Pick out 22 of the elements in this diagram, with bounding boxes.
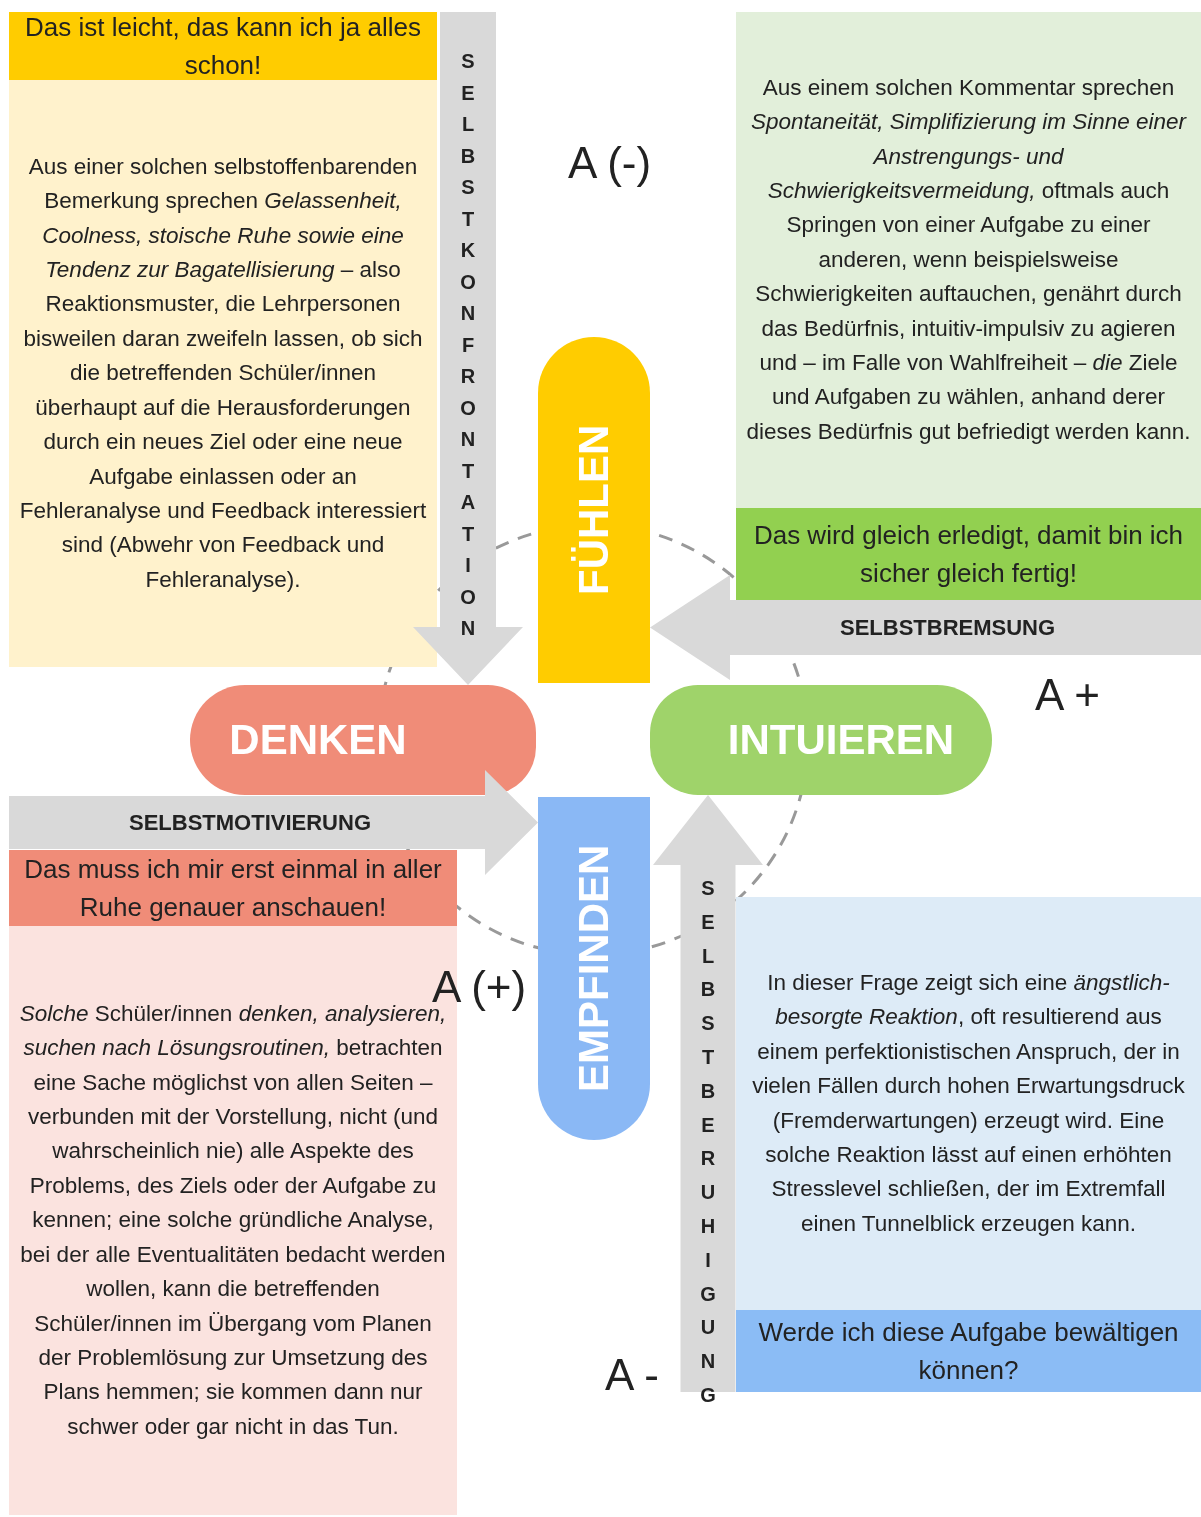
- quote-heading: Das wird gleich erledigt, damit bin ich sicher gleich fertig!: [736, 508, 1201, 600]
- edge-label: SELBSTKONFRONTATION: [456, 50, 479, 649]
- axis-label: A (-): [568, 138, 652, 188]
- function-pill: INTUIEREN: [650, 685, 992, 795]
- quote-heading: Das ist leicht, das kann ich ja alles schon!: [9, 12, 437, 80]
- description-text: Aus einer solchen selbstoffenbarenden Bemerkung sprechen Gelassenheit, Coolness, stoische Ruhe sowie eine Tendenz zur Bagatellisierung – also Reaktionsmuster, die Lehrpersonen bisweilen daran zweifeln lassen, ob sich die betreffenden Schüler/innen überhaupt auf die Herausforderungen durch ein neues Ziel oder eine neue Aufgabe einlassen oder an Fehleranalyse und Feedback interessiert sind (Abwehr von Feedback und Fehleranalyse).: [9, 80, 437, 667]
- edge-label: SELBSTBERUHIGUNG: [696, 877, 719, 1418]
- edge-label: SELBSTMOTIVIERUNG: [129, 809, 371, 836]
- block-arrow: [9, 770, 538, 875]
- block-arrow: [413, 12, 523, 685]
- quote-heading: Werde ich diese Aufgabe bewältigen können?: [736, 1310, 1201, 1392]
- block-arrow: [650, 575, 1201, 680]
- axis-label: A +: [1035, 670, 1100, 720]
- description-text: Aus einem solchen Kommentar sprechen Spontaneität, Simplifizierung im Sinne einer Anstrengungs- und Schwierigkeitsvermeidung, oftmals auch Springen von einer Aufgabe zu einer anderen, wenn beispielsweise Schwierigkeiten auftauchen, genährt durch das Bedürfnis, intuitiv-impulsiv zu agieren und – im Falle von Wahlfreiheit – die Ziele und Aufgaben zu wählen, anhand derer dieses Bedürfnis gut befriedigt werden kann.: [736, 12, 1201, 508]
- edge-label: SELBSTBREMSUNG: [840, 614, 1056, 641]
- description-text: In dieser Frage zeigt sich eine ängstlich-besorgte Reaktion, oft resultierend aus einem perfektionistischen Anspruch, der in vielen Fällen durch hohen Erwartungsdruck (Fremderwartungen) erzeugt wird. Eine solche Reaktion lässt auf einen erhöhten Stresslevel schließen, der im Extremfall einen Tunnelblick erzeugen kann.: [736, 897, 1201, 1310]
- axis-label: A -: [605, 1350, 659, 1400]
- quote-heading: Das muss ich mir erst einmal in aller Ruhe genauer anschauen!: [9, 850, 457, 926]
- function-pill: DENKEN: [190, 685, 536, 795]
- function-pill: FÜHLEN: [538, 337, 650, 683]
- function-pill: EMPFINDEN: [538, 797, 650, 1140]
- block-arrow: [653, 795, 763, 1392]
